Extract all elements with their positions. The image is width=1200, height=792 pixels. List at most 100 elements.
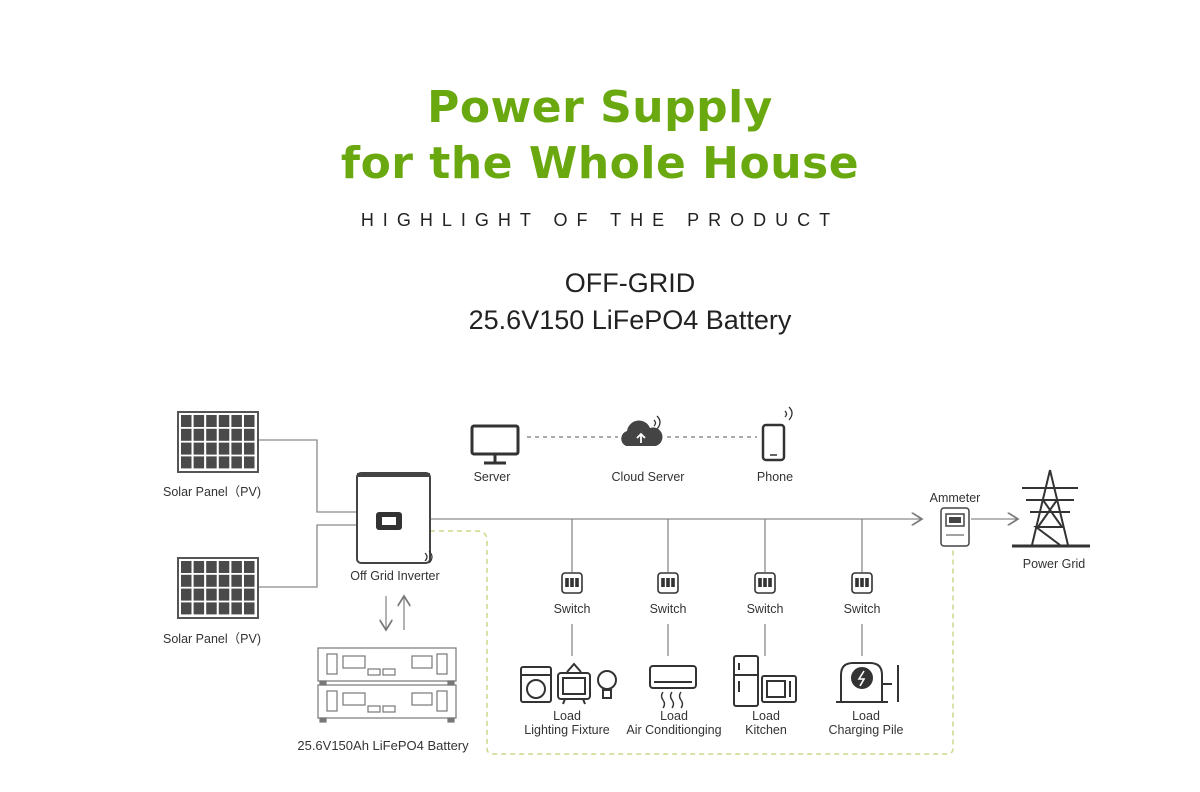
solar-cell	[244, 456, 255, 469]
wifi-icon	[424, 550, 433, 564]
solar-cell	[181, 561, 192, 573]
solar-cell	[181, 428, 192, 441]
solar-cell	[218, 561, 230, 573]
switch-1: Switch	[554, 572, 591, 616]
load-3-name: Kitchen	[745, 723, 787, 737]
solar-cell	[231, 574, 242, 587]
solar-cell	[181, 442, 192, 455]
product-line-2: 25.6V150 LiFePO4 Battery	[468, 305, 792, 335]
load-1-title: Load	[553, 709, 581, 723]
solar-cell	[244, 428, 255, 441]
load-2-title: Load	[660, 709, 688, 723]
solar-cell	[193, 456, 205, 469]
switch-3: Switch	[747, 572, 784, 616]
solar-cell	[231, 456, 242, 469]
switch-2: Switch	[650, 572, 687, 616]
switch-group: Switch Switch Switch Switch	[554, 572, 881, 616]
solar-cell	[231, 442, 242, 455]
solar-cell	[231, 588, 242, 601]
solar-cell	[193, 415, 205, 427]
dashed-lines	[430, 436, 954, 755]
solar-cell	[231, 415, 242, 427]
solar-cell	[193, 428, 205, 441]
cloud-server-label: Cloud Server	[612, 470, 685, 484]
solar-cell	[231, 602, 242, 615]
solar-cell	[218, 588, 230, 601]
switch-label: Switch	[844, 602, 881, 616]
solar-cell	[181, 588, 192, 601]
solar-cell	[206, 561, 217, 573]
solar-cell	[231, 561, 242, 573]
solar-cell	[193, 442, 205, 455]
solar-panel-2-label: Solar Panel（PV)	[163, 632, 261, 646]
ammeter-icon: Ammeter	[930, 491, 981, 547]
solar-cell	[193, 574, 205, 587]
cloud-server-icon: Cloud Server	[612, 415, 685, 484]
load-4-name: Charging Pile	[828, 723, 903, 737]
solar-cell	[218, 456, 230, 469]
solar-cell	[193, 602, 205, 615]
server-monitor-icon: Server	[470, 424, 520, 484]
inverter-label: Off Grid Inverter	[350, 569, 439, 583]
solar-cell	[206, 602, 217, 615]
phone-label: Phone	[757, 470, 793, 484]
load-kitchen-icon	[733, 655, 797, 707]
load-2-name: Air Conditionging	[626, 723, 721, 737]
load-labels: Load Lighting Fixture Load Air Condition…	[524, 709, 903, 737]
solar-cell	[218, 602, 230, 615]
solar-cell	[206, 588, 217, 601]
solar-cell	[206, 415, 217, 427]
battery-label: 25.6V150Ah LiFePO4 Battery	[297, 738, 469, 753]
load-ac-icon	[649, 665, 697, 709]
solar-cell	[206, 428, 217, 441]
solar-cell	[206, 456, 217, 469]
cloud-signal-icon	[653, 415, 661, 430]
solar-cell	[218, 428, 230, 441]
solar-cell	[206, 442, 217, 455]
solar-cell	[181, 602, 192, 615]
solar-cell	[244, 561, 255, 573]
solar-cell	[244, 442, 255, 455]
load-lighting-icons	[520, 662, 617, 705]
solar-cell	[193, 561, 205, 573]
solar-cell	[244, 574, 255, 587]
phone-icon: Phone	[757, 406, 793, 484]
solar-cell	[231, 428, 242, 441]
load-1-name: Lighting Fixture	[524, 723, 610, 737]
switch-label: Switch	[747, 602, 784, 616]
solar-cell	[181, 415, 192, 427]
switch-4: Switch	[844, 572, 881, 616]
product-line-1: OFF-GRID	[564, 268, 696, 298]
ammeter-label: Ammeter	[930, 491, 981, 505]
solar-cell	[218, 574, 230, 587]
load-3-title: Load	[752, 709, 780, 723]
server-label: Server	[474, 470, 511, 484]
battery-stack	[317, 647, 457, 723]
power-grid-label: Power Grid	[1023, 557, 1086, 571]
power-grid-tower-icon: Power Grid	[1012, 469, 1090, 571]
inverter: Off Grid Inverter	[350, 472, 440, 583]
solar-cell	[218, 415, 230, 427]
solar-cell	[181, 456, 192, 469]
solar-panel-1-label: Solar Panel（PV)	[163, 485, 261, 499]
subtitle: HIGHLIGHT OF THE PRODUCT	[360, 210, 840, 230]
switch-label: Switch	[650, 602, 687, 616]
solar-cell	[244, 588, 255, 601]
title-line-1: Power Supply	[427, 82, 773, 133]
switch-label: Switch	[554, 602, 591, 616]
solar-panel-1: Solar Panel（PV)	[163, 411, 261, 499]
load-4-title: Load	[852, 709, 880, 723]
bulb-icon	[597, 670, 617, 690]
load-charging-pile-icon	[836, 662, 899, 703]
title-line-2: for the Whole House	[340, 138, 860, 189]
solar-cell	[244, 415, 255, 427]
solar-cell	[181, 574, 192, 587]
solar-cell	[193, 588, 205, 601]
solar-cell	[244, 602, 255, 615]
phone-signal-icon	[784, 406, 793, 421]
solar-panel-2: Solar Panel（PV)	[163, 557, 261, 646]
connection-lines	[259, 439, 1018, 656]
solar-cell	[206, 574, 217, 587]
solar-cell	[218, 442, 230, 455]
